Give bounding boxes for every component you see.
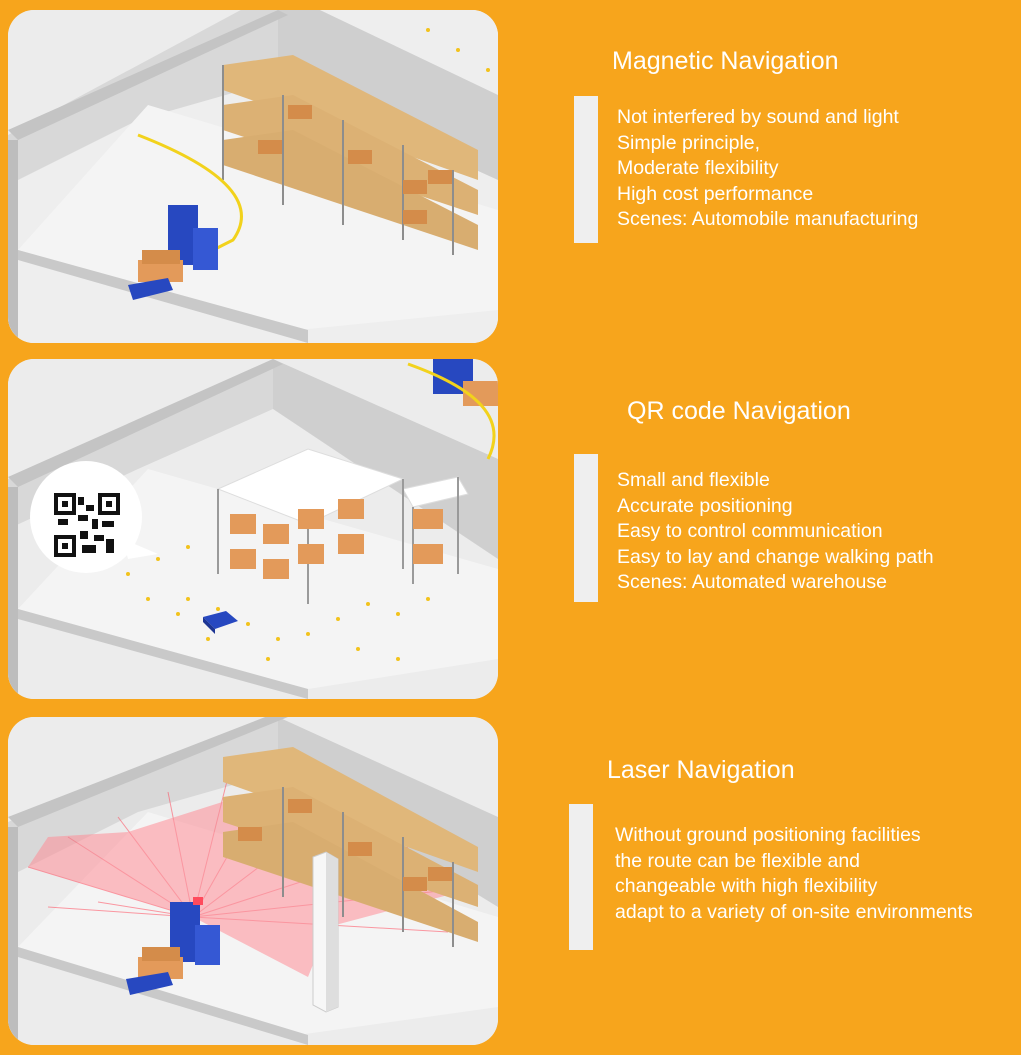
list-item: Scenes: Automobile manufacturing bbox=[617, 208, 919, 230]
qr-navigation-image bbox=[8, 359, 498, 699]
section-accent-bar bbox=[574, 454, 598, 602]
shelving-unit bbox=[222, 55, 478, 255]
warehouse-illustration bbox=[8, 10, 498, 343]
feature-list-qr: Small and flexible Accurate positioning … bbox=[617, 468, 934, 596]
list-item: Accurate positioning bbox=[617, 494, 793, 517]
list-item: Small and flexible bbox=[617, 469, 770, 491]
magnetic-navigation-image bbox=[8, 10, 498, 343]
section-title-qr: QR code Navigation bbox=[627, 397, 851, 425]
laser-reflector-pillar bbox=[312, 851, 339, 1013]
list-item: Simple principle, bbox=[617, 131, 761, 154]
agv-robot-icon bbox=[203, 611, 238, 634]
list-item: the route can be flexible and bbox=[615, 849, 861, 872]
list-item: Easy to control communication bbox=[617, 520, 883, 542]
warehouse-illustration bbox=[8, 717, 498, 1045]
agv-forklift-icon bbox=[128, 205, 218, 300]
section-title-laser: Laser Navigation bbox=[607, 756, 795, 784]
list-item: changeable with high flexibility bbox=[615, 875, 878, 897]
list-item: adapt to a variety of on-site environmen… bbox=[615, 900, 973, 923]
section-accent-bar bbox=[569, 804, 593, 950]
list-item: Scenes: Automated warehouse bbox=[617, 571, 887, 593]
laser-scanner-icon bbox=[193, 897, 203, 905]
list-item: Without ground positioning facilities bbox=[615, 824, 921, 846]
list-item: Easy to lay and change walking path bbox=[617, 545, 934, 568]
laser-navigation-image bbox=[8, 717, 498, 1045]
feature-list-laser: Without ground positioning facilities th… bbox=[615, 823, 973, 925]
list-item: Not interfered by sound and light bbox=[617, 106, 899, 128]
list-item: Moderate flexibility bbox=[617, 157, 779, 179]
agv-forklift-icon bbox=[126, 897, 220, 995]
section-title-magnetic: Magnetic Navigation bbox=[612, 47, 839, 75]
section-accent-bar bbox=[574, 96, 598, 243]
feature-list-magnetic: Not interfered by sound and light Simple… bbox=[617, 105, 918, 233]
list-item: High cost performance bbox=[617, 182, 814, 205]
storage-racks bbox=[216, 448, 469, 604]
qr-code-icon bbox=[30, 461, 158, 573]
shelving-unit bbox=[223, 747, 478, 947]
warehouse-illustration bbox=[8, 359, 498, 699]
